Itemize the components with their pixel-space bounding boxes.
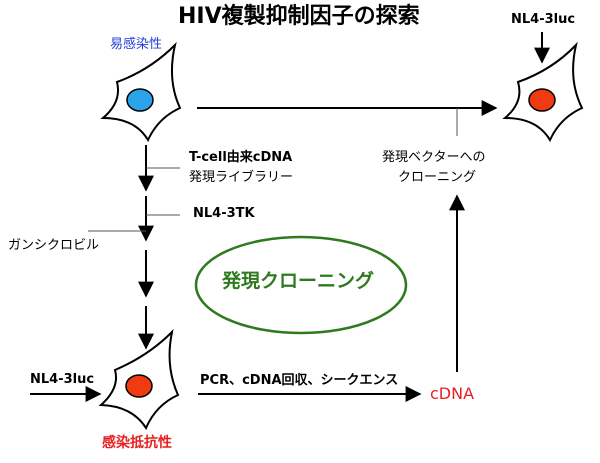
label-library-line2: 発現ライブラリー — [189, 170, 294, 185]
label-resistant: 感染抵抗性 — [102, 435, 172, 451]
nucleus-red — [528, 88, 556, 112]
label-pcr: PCR、cDNA回収、シークエンス — [200, 373, 399, 388]
label-cdna: cDNA — [430, 384, 475, 403]
susceptible-cell — [100, 41, 182, 143]
label-susceptible: 易感染性 — [110, 37, 163, 52]
nucleus-blue — [126, 88, 154, 112]
label-nl4-3luc-top: NL4-3luc — [511, 12, 576, 27]
page-title: HIV複製抑制因子の探索 — [178, 4, 420, 29]
label-library-line1: T-cell由来cDNA — [189, 150, 293, 165]
label-nl4-3luc-left: NL4-3luc — [30, 372, 95, 387]
nucleus-red — [125, 374, 153, 398]
label-center: 発現クローニング — [222, 270, 375, 292]
top-right-cell — [502, 41, 584, 143]
label-nl4-3tk: NL4-3TK — [193, 206, 255, 221]
label-vector-line2: クローニング — [398, 170, 477, 185]
label-ganciclovir: ガンシクロビル — [8, 238, 100, 253]
label-vector-line1: 発現ベクターへの — [382, 150, 486, 165]
resistant-cell — [98, 328, 180, 431]
center-ellipse — [194, 235, 408, 335]
